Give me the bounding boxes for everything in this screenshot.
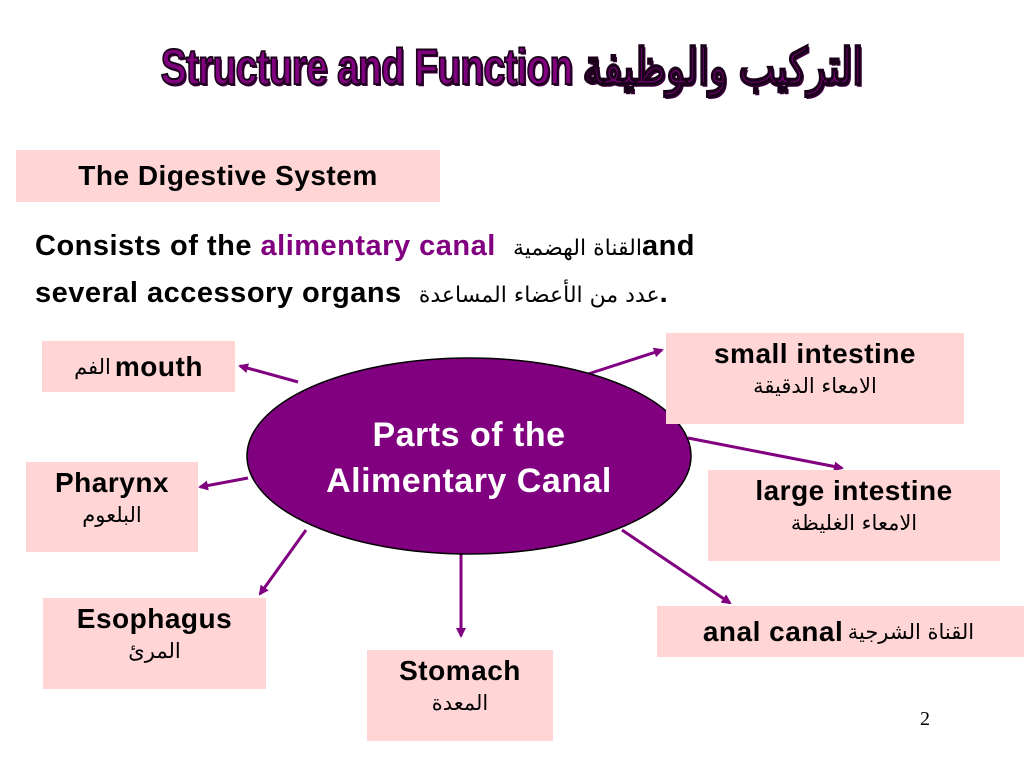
mouth-label: mouth xyxy=(114,350,203,382)
anal-canal-box: anal canal القناة الشرجية xyxy=(657,606,1024,657)
intro-line1-post: and xyxy=(641,230,695,262)
pharynx-box: Pharynx البلعوم xyxy=(26,462,198,552)
arrow-to-anal-canal xyxy=(621,528,732,605)
stomach-box: Stomach المعدة xyxy=(367,650,553,741)
small-intestine-box: small intestine الامعاء الدقيقة xyxy=(666,333,964,424)
stomach-arabic: المعدة xyxy=(431,691,489,715)
intro-line-2: several accessory organs عدد من الأعضاء … xyxy=(35,271,915,318)
arrow-to-pharynx xyxy=(198,476,249,491)
large-intestine-arabic: الامعاء الغليظة xyxy=(790,511,918,535)
stomach-label: Stomach xyxy=(399,655,521,686)
mouth-arabic: الفم xyxy=(74,354,111,379)
page-number: 2 xyxy=(920,708,930,730)
anal-canal-arabic: القناة الشرجية xyxy=(847,619,975,644)
small-intestine-arabic: الامعاء الدقيقة xyxy=(753,374,877,398)
pharynx-label: Pharynx xyxy=(55,467,169,498)
subtitle-text: The Digestive System xyxy=(78,160,378,191)
large-intestine-box: large intestine الامعاء الغليظة xyxy=(708,470,1000,561)
esophagus-label: Esophagus xyxy=(76,603,233,634)
intro-line2-pre: several accessory organs xyxy=(35,277,402,309)
intro-arabic-2: عدد من الأعضاء المساعدة xyxy=(418,283,660,308)
esophagus-arabic: المرئ xyxy=(128,639,181,663)
small-intestine-label: small intestine xyxy=(713,338,916,369)
intro-arabic-1: القناة الهضمية xyxy=(512,236,642,261)
subtitle-box: The Digestive System xyxy=(16,150,440,202)
esophagus-box: Esophagus المرئ xyxy=(43,598,266,689)
center-label-line2: Alimentary Canal xyxy=(326,462,612,500)
arrow-to-large-intestine xyxy=(687,436,844,472)
intro-text: Consists of the alimentary canal القناة … xyxy=(35,224,915,318)
pharynx-arabic: البلعوم xyxy=(82,503,142,527)
center-label-line1: Parts of the xyxy=(372,416,566,454)
large-intestine-label: large intestine xyxy=(755,475,953,506)
intro-line1-pre: Consists of the xyxy=(35,230,261,262)
center-ellipse xyxy=(246,357,692,555)
slide-title: Structure and Function التركيب والوظيفة xyxy=(160,38,865,96)
intro-line2-post: . xyxy=(659,277,668,309)
arrow-to-mouth xyxy=(238,363,299,384)
arrow-to-esophagus xyxy=(258,529,308,596)
center-label: Parts of the Alimentary Canal xyxy=(262,412,676,504)
intro-highlight: alimentary canal xyxy=(260,230,496,262)
arrow-to-small-intestine xyxy=(587,347,664,376)
anal-canal-label: anal canal xyxy=(702,615,844,647)
intro-line-1: Consists of the alimentary canal القناة … xyxy=(35,224,915,271)
